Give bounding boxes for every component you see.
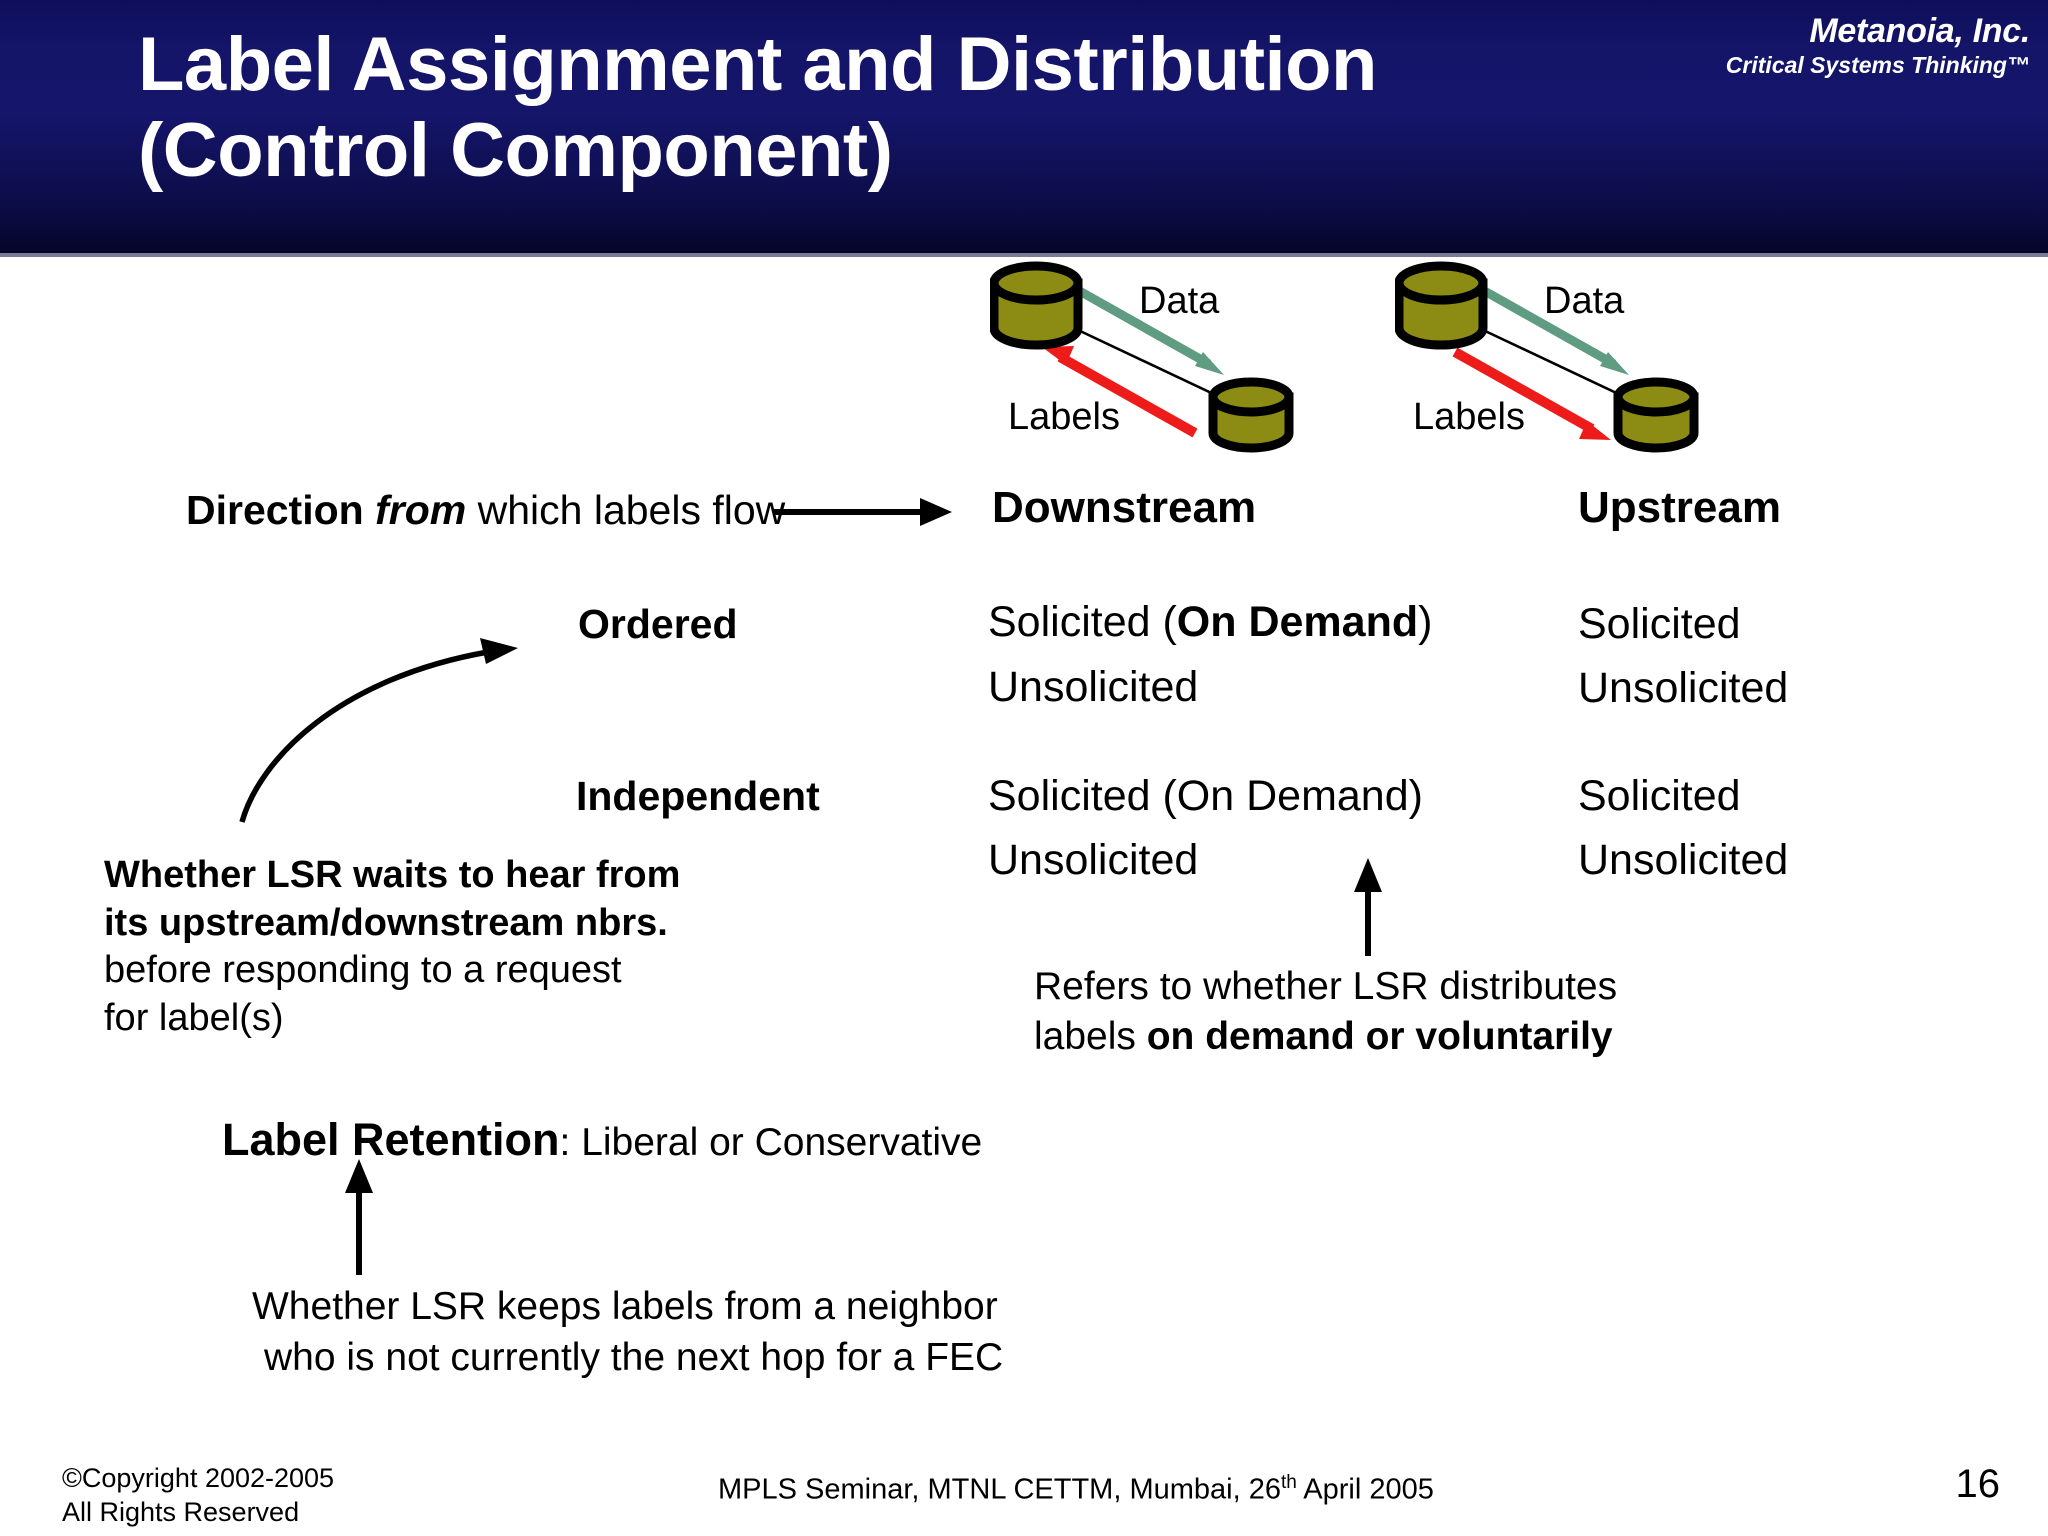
- retention-note-arrow-icon: [345, 1159, 373, 1275]
- distribution-note-line2: labels on demand or voluntarily: [1034, 1012, 1617, 1062]
- footer-event-post: April 2005: [1296, 1473, 1434, 1506]
- footer-copyright: ©Copyright 2002-2005 All Rights Reserved: [62, 1463, 335, 1527]
- retention-note-line1: Whether LSR keeps labels from a neighbor: [252, 1285, 998, 1328]
- ordered-downstream-line2: Unsolicited: [988, 663, 1199, 711]
- mode-note-reg-line2: for label(s): [104, 996, 284, 1039]
- data-label: Data: [1139, 280, 1220, 322]
- labels-label: Labels: [1008, 396, 1120, 438]
- direction-caption: Direction from which labels flow: [186, 487, 785, 534]
- distribution-note: Refers to whether LSR distributes labels…: [1034, 962, 1617, 1062]
- title-band-rule: [0, 253, 2048, 257]
- page-number: 16: [1955, 1462, 2001, 1506]
- label-retention-line: Label Retention: Liberal or Conservative: [222, 1114, 982, 1166]
- ordered-upstream-line1: Solicited: [1578, 600, 1741, 648]
- footer-event-ordinal: th: [1280, 1472, 1297, 1493]
- lsr-node-lower: [1208, 377, 1294, 453]
- row-mode-independent: Independent: [576, 773, 820, 819]
- page-title: Label Assignment and Distribution (Contr…: [138, 22, 1377, 193]
- upstream-diagram-graphic: [1395, 261, 1699, 453]
- independent-downstream-line1: Solicited (On Demand): [988, 772, 1423, 821]
- footer-event: MPLS Seminar, MTNL CETTM, Mumbai, 26th A…: [718, 1472, 1434, 1507]
- independent-downstream-line1-pre: Solicited (On Demand): [988, 772, 1423, 820]
- direction-arrow-icon: [774, 498, 952, 526]
- ordered-downstream-line1-post: ): [1418, 598, 1433, 646]
- lsr-node-upper: [1395, 261, 1488, 350]
- upstream-diagram: Data Labels: [1395, 258, 1735, 458]
- connector-line: [1077, 328, 1223, 400]
- downstream-diagram-graphic: [990, 261, 1294, 453]
- data-arrow-green: [1478, 285, 1629, 375]
- ordered-upstream-line2: Unsolicited: [1578, 664, 1789, 712]
- data-label: Data: [1544, 280, 1625, 322]
- labels-arrow-red: [1452, 347, 1611, 440]
- brand-logo: Metanoia, Inc. Critical Systems Thinking…: [1725, 12, 2031, 78]
- independent-upstream-line2: Unsolicited: [1578, 836, 1789, 884]
- mode-note-bold-line2: its upstream/downstream nbrs.: [104, 901, 668, 944]
- distribution-note-line2-bold: on demand or voluntarily: [1146, 1014, 1613, 1058]
- direction-caption-regular: which labels flow: [477, 487, 786, 533]
- mode-note-reg-line1: before responding to a request: [104, 949, 622, 991]
- independent-upstream-line1: Solicited: [1578, 772, 1741, 820]
- direction-caption-bold: Direction: [186, 487, 364, 533]
- mode-note: Whether LSR waits to hear from its upstr…: [104, 852, 680, 1042]
- label-retention-regular: : Liberal or Conservative: [559, 1121, 983, 1164]
- distribution-note-line2-pre: labels: [1034, 1014, 1147, 1058]
- lsr-node-lower: [1613, 377, 1699, 453]
- brand-tagline: Critical Systems Thinking™: [1725, 51, 2030, 78]
- footer-event-pre: MPLS Seminar, MTNL CETTM, Mumbai, 26: [718, 1473, 1281, 1506]
- retention-note-line2: who is not currently the next hop for a …: [264, 1335, 1004, 1379]
- title-band: [0, 0, 2048, 253]
- lsr-node-upper: [990, 261, 1083, 350]
- retention-note: Whether LSR keeps labels from a neighbor…: [252, 1282, 1003, 1383]
- connector-line: [1482, 328, 1628, 400]
- independent-downstream-line2: Unsolicited: [988, 836, 1199, 884]
- curved-arrow-icon: [239, 638, 518, 823]
- direction-caption-italic: from: [375, 487, 467, 533]
- label-retention-bold: Label Retention: [222, 1114, 560, 1165]
- distribution-note-line1: Refers to whether LSR distributes: [1034, 965, 1618, 1008]
- labels-label: Labels: [1413, 396, 1525, 438]
- brand-name: Metanoia, Inc.: [1809, 12, 2030, 50]
- labels-arrow-red: [1042, 346, 1198, 438]
- ordered-downstream-line1: Solicited (On Demand): [988, 598, 1432, 647]
- data-arrow-green: [1073, 285, 1224, 375]
- column-header-upstream: Upstream: [1578, 483, 1781, 532]
- ordered-downstream-line1-bold: On Demand: [1176, 598, 1419, 646]
- ordered-downstream-line1-pre: Solicited (: [988, 598, 1177, 646]
- row-mode-ordered: Ordered: [578, 601, 738, 647]
- distribution-note-arrow-icon: [1354, 858, 1382, 956]
- mode-note-bold-line1: Whether LSR waits to hear from: [104, 854, 681, 896]
- downstream-diagram: Data Labels: [990, 258, 1330, 458]
- column-header-downstream: Downstream: [992, 483, 1257, 532]
